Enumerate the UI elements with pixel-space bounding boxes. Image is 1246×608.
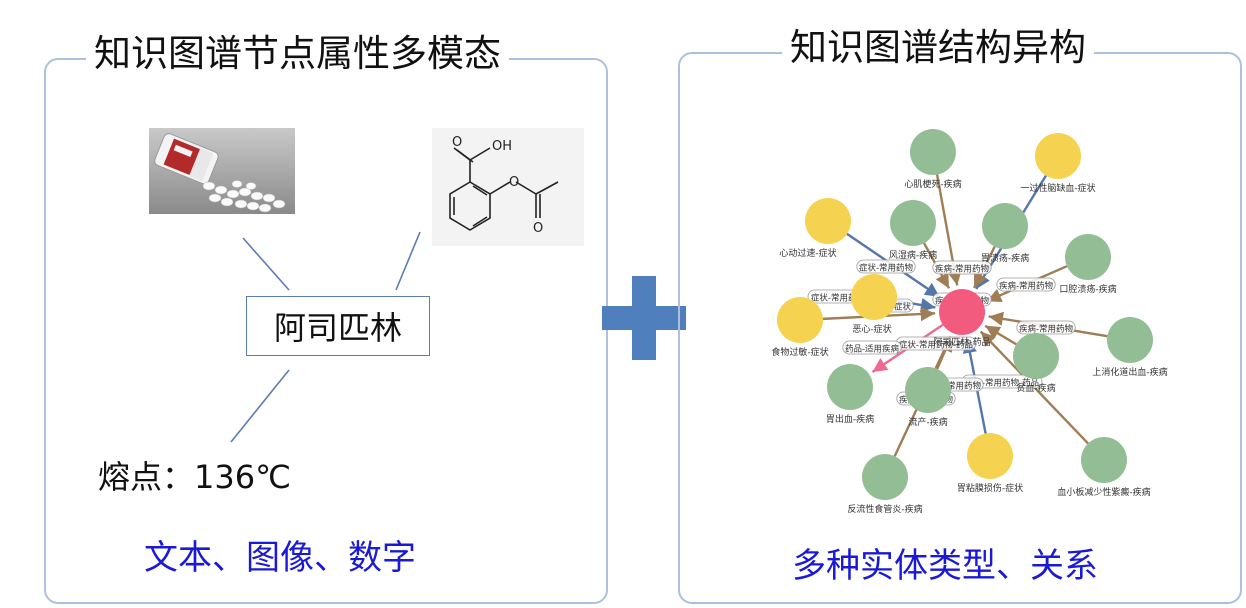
graph-center-node [939, 289, 985, 335]
graph-node-label: 食物过敏-症状 [771, 346, 828, 358]
graph-node-disease [1065, 234, 1111, 280]
graph-node-disease [1107, 317, 1153, 363]
graph-node-symptom [805, 198, 851, 244]
connector-image [242, 237, 290, 291]
graph-node-label: 心动过速-症状 [779, 247, 836, 259]
graph-node-disease [862, 454, 908, 500]
plus-icon [602, 276, 686, 360]
svg-text:症状-常用药物-药品: 症状-常用药物-药品 [811, 293, 885, 304]
knowledge-graph: 症状-常用药物疾病-常用药物症状-常用药物-药品药品-适用症状疾病-常用药物疾病… [771, 129, 1168, 515]
svg-text:疾病-常用药物: 疾病-常用药物 [1019, 324, 1074, 335]
svg-text:疾病-常用药物: 疾病-常用药物 [935, 264, 990, 275]
graph-node-symptom [1035, 133, 1081, 179]
svg-text:O: O [533, 221, 543, 236]
svg-text:症状-常用药物-药品: 症状-常用药物-药品 [965, 378, 1039, 389]
structure-panel-caption: 多种实体类型、关系 [792, 546, 1098, 586]
graph-node-label: 流产-疾病 [908, 416, 947, 428]
graph-node-label: 恶心-症状 [852, 323, 891, 335]
graph-center-label: 阿司匹林-药品 [933, 336, 990, 348]
connector-melting-point [230, 369, 290, 443]
svg-text:疾病-常用药物: 疾病-常用药物 [999, 281, 1054, 292]
graph-node-symptom [967, 433, 1013, 479]
svg-text:O: O [452, 135, 462, 150]
melting-point-text: 熔点：136℃ [98, 458, 292, 496]
edge-label: 疾病-常用药物 [932, 260, 992, 275]
graph-node-symptom [777, 297, 823, 343]
graph-node-label: 胃溃疡-疾病 [981, 252, 1029, 264]
pill-bottle-image [149, 128, 295, 214]
graph-node-disease [905, 367, 951, 413]
structure-panel-title: 知识图谱结构异构 [782, 22, 1094, 74]
attribute-panel-title: 知识图谱节点属性多模态 [86, 28, 509, 80]
aspirin-molecule-image: O OH O O [432, 128, 584, 246]
graph-node-disease [982, 203, 1028, 249]
svg-text:药品-适用疾病: 药品-适用疾病 [845, 344, 900, 355]
graph-node-disease [827, 364, 873, 410]
edge-label: 药品-适用疾病 [842, 340, 902, 355]
svg-text:O: O [509, 175, 519, 190]
molecule-oh-label: OH [492, 139, 512, 154]
graph-node-label: 胃出血-疾病 [826, 413, 874, 425]
attribute-panel-caption: 文本、图像、数字 [144, 538, 416, 578]
svg-text:症状-常用药物: 症状-常用药物 [859, 263, 914, 274]
svg-text:症状-常用药物-药品: 症状-常用药物-药品 [899, 340, 973, 351]
graph-node-label: 胃粘膜损伤-症状 [957, 482, 1023, 494]
edge-label: 症状-常用药物 [856, 259, 916, 274]
graph-node-label: 反流性食管炎-疾病 [847, 503, 922, 515]
graph-node-disease [1081, 437, 1127, 483]
graph-node-label: 心肌梗死-疾病 [904, 178, 961, 190]
graph-node-label: 上消化道出血-疾病 [1092, 366, 1167, 378]
graph-node-label: 贫血-疾病 [1016, 382, 1055, 394]
svg-text:疾病-常用药物: 疾病-常用药物 [927, 381, 982, 392]
graph-node-label: 风湿病-疾病 [889, 249, 937, 261]
graph-edge [984, 324, 1017, 346]
graph-node-disease [910, 129, 956, 175]
entity-name: 阿司匹林 [273, 309, 402, 347]
graph-node-label: 血小板减少性紫癜-疾病 [1057, 486, 1150, 498]
edge-label: 疾病-常用药物 [996, 277, 1056, 292]
graph-node-label: 一过性脑缺血-症状 [1020, 182, 1095, 194]
graph-node-disease [890, 200, 936, 246]
entity-box: 阿司匹林 [246, 296, 430, 356]
graph-node-label: 口腔溃疡-疾病 [1059, 283, 1116, 295]
edge-label: 疾病-常用药物 [1016, 320, 1076, 335]
graph-node-disease [1013, 333, 1059, 379]
graph-node-symptom [851, 274, 897, 320]
connector-molecule [395, 231, 421, 291]
